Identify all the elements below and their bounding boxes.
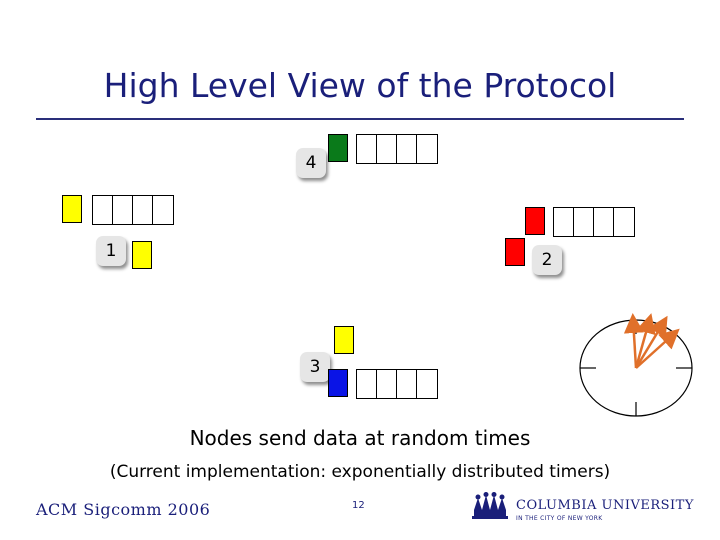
queue-cell (417, 370, 437, 398)
queue-cell (594, 208, 614, 236)
queue-cell (554, 208, 574, 236)
node-1-label: 1 (105, 241, 117, 261)
queue-cell (397, 370, 417, 398)
queue-cell (377, 370, 397, 398)
node-4-packet (328, 134, 348, 162)
queue-cell (614, 208, 634, 236)
subcaption: (Current implementation: exponentially d… (109, 462, 611, 482)
node-4-label: 4 (305, 153, 317, 173)
page-number: 12 (352, 500, 365, 511)
queue-cell (357, 135, 377, 163)
node-2-queue (553, 207, 635, 237)
queue-cell (113, 196, 133, 224)
caption: Nodes send data at random times (189, 426, 531, 450)
queue-cell (153, 196, 173, 224)
node-4-queue (356, 134, 438, 164)
node-1-packet (132, 241, 152, 269)
queue-cell (417, 135, 437, 163)
node-4: 4 (296, 148, 326, 178)
queue-cell (574, 208, 594, 236)
slide-title: High Level View of the Protocol (103, 66, 617, 105)
node-2-packet-queued (525, 207, 545, 235)
node-3-queue (356, 369, 438, 399)
node-3-label-text: 3 (309, 357, 321, 377)
node-3: 23 (300, 352, 330, 382)
queue-cell (93, 196, 113, 224)
venue-label: ACM Sigcomm 2006 (36, 500, 211, 519)
queue-cell (397, 135, 417, 163)
node-2-packet (505, 238, 525, 266)
title-divider (36, 118, 684, 120)
logo-subtitle: IN THE CITY OF NEW YORK (516, 515, 603, 522)
queue-cell (377, 135, 397, 163)
columbia-logo: COLUMBIA UNIVERSITY IN THE CITY OF NEW Y… (470, 490, 693, 526)
crown-icon (472, 492, 508, 519)
node-3-packet-incoming (334, 326, 354, 354)
logo-title: COLUMBIA UNIVERSITY (516, 498, 694, 513)
node-1: 1 (96, 236, 126, 266)
node-1-queue (92, 195, 174, 225)
queue-cell (133, 196, 153, 224)
node-2: 2 (532, 245, 562, 275)
node-3-packet (328, 369, 348, 397)
queue-cell (357, 370, 377, 398)
node-2-label: 2 (541, 250, 553, 270)
clock-icon (579, 313, 693, 417)
node-1-packet-queued (62, 195, 82, 223)
